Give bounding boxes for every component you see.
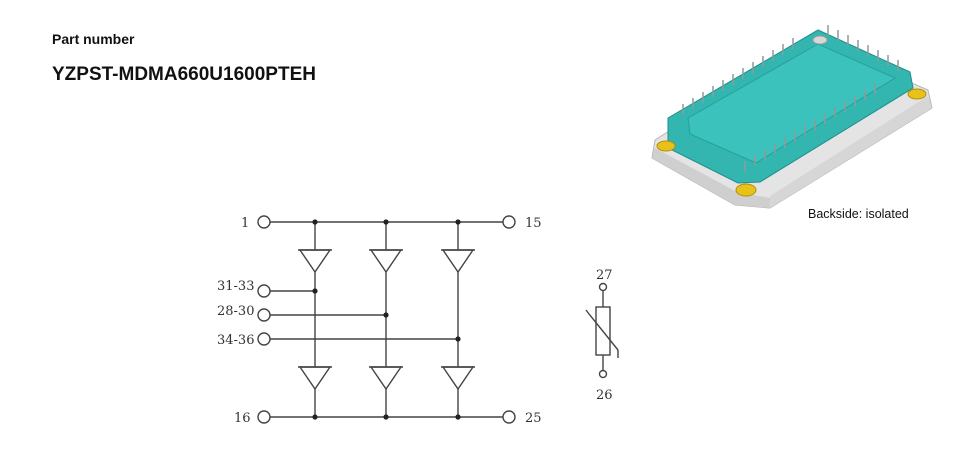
pin-label-31-33: 31-33 <box>217 279 254 294</box>
mounting-hole-back <box>812 35 828 45</box>
part-number-label: Part number <box>52 31 135 47</box>
pin-label-15: 15 <box>525 216 542 231</box>
terminal-15 <box>502 215 516 229</box>
diode-lower-1 <box>298 366 332 391</box>
terminal-34-36 <box>257 332 271 346</box>
module-caption: Backside: isolated <box>808 207 909 221</box>
pin-label-28-30: 28-30 <box>217 304 254 319</box>
diode-upper-2 <box>369 249 403 274</box>
lower-diodes <box>298 366 475 391</box>
pin-label-25: 25 <box>525 411 542 426</box>
diode-lower-3 <box>441 366 475 391</box>
pin-label-34-36: 34-36 <box>217 333 254 348</box>
thermistor-slash <box>585 309 619 351</box>
mounting-hole-front <box>735 183 757 197</box>
terminal-26 <box>598 369 608 379</box>
diode-upper-3 <box>441 249 475 274</box>
terminal-31-33 <box>257 284 271 298</box>
pin-label-26: 26 <box>596 388 613 403</box>
upper-diodes <box>298 249 475 274</box>
part-number-value: YZPST-MDMA660U1600PTEH <box>52 64 316 85</box>
pin-label-27: 27 <box>596 268 613 283</box>
module-housing-right <box>770 96 932 208</box>
terminal-1 <box>257 215 271 229</box>
diode-lower-2 <box>369 366 403 391</box>
diode-upper-1 <box>298 249 332 274</box>
module-pins <box>682 25 899 172</box>
mounting-hole-right <box>907 88 927 100</box>
terminals <box>257 215 516 424</box>
junction-dots <box>312 219 461 420</box>
pin-label-1: 1 <box>241 216 249 231</box>
terminal-25 <box>502 410 516 424</box>
terminal-16 <box>257 410 271 424</box>
pin-label-16: 16 <box>234 411 251 426</box>
mounting-hole-left <box>656 140 676 152</box>
terminal-27 <box>598 282 608 292</box>
terminal-28-30 <box>257 308 271 322</box>
thermistor <box>585 282 619 379</box>
